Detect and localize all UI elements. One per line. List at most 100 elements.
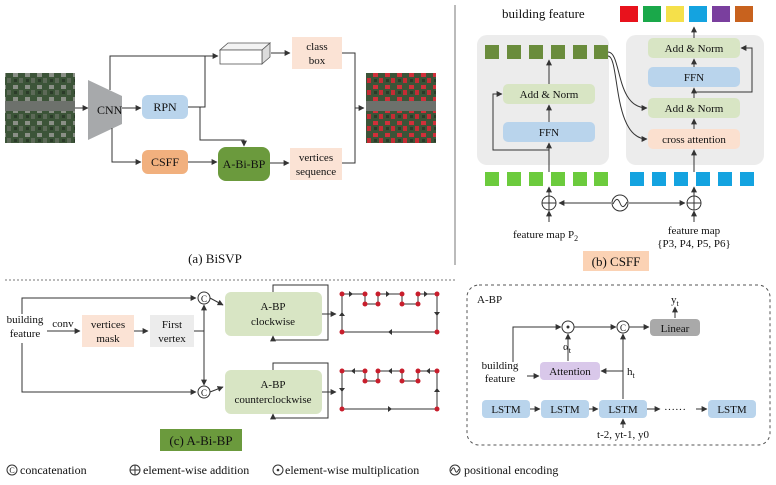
abibp-block [218, 147, 270, 181]
legend-positional-icon [449, 464, 461, 476]
left-ffn [503, 122, 595, 142]
legend-elementwise-addition: element-wise addition [143, 463, 249, 477]
roi-feature-box [218, 42, 272, 65]
building-feature-square [689, 6, 707, 22]
building-feature-square [735, 6, 753, 22]
panel-d-abp: A-BP yt Linear C αt Attention building f… [466, 284, 771, 446]
right-add-norm-top [648, 38, 740, 58]
class-box-label-2: box [309, 55, 326, 67]
cross-attention-label: cross attention [662, 134, 726, 146]
abp-clockwise-label: clockwise [251, 316, 295, 328]
legend-concat-icon: C [6, 464, 18, 476]
building-feature-color-squares [620, 6, 753, 22]
first-vertex-label-1: First [162, 319, 182, 331]
legend-positional-encoding: positional encoding [464, 463, 558, 477]
panel-b-caption-box [583, 251, 649, 271]
abp-clockwise-block [225, 292, 322, 336]
panel-c-abibp: building feature conv vertices mask Firs… [7, 284, 440, 451]
linear-label: Linear [661, 323, 690, 335]
rpn-label: RPN [153, 100, 177, 114]
left-add-norm-label: Add & Norm [520, 89, 579, 101]
abibp-label: A-Bi-BP [223, 157, 266, 171]
lstm-label-1: LSTM [491, 404, 521, 416]
d-concat-icon: C [616, 320, 630, 334]
panel-c-caption-box [160, 429, 242, 451]
lstm-label-4: LSTM [717, 404, 747, 416]
lstm-block-3 [599, 400, 647, 418]
left-output-tokens [485, 45, 608, 59]
abp-detail-container [466, 284, 771, 446]
lstm-label-3: LSTM [608, 404, 638, 416]
concat-icon-top: C [197, 291, 211, 305]
clockwise-polygon-trace [339, 291, 440, 335]
output-image-road [366, 101, 436, 111]
left-addition-icon [541, 195, 557, 211]
abp-ccw-title: A-BP [260, 379, 285, 391]
cross-attention-block [648, 129, 740, 149]
right-add-norm-mid-label: Add & Norm [665, 103, 724, 115]
left-add-norm [503, 84, 595, 104]
svg-text:C: C [620, 323, 626, 333]
abp-clockwise-title: A-BP [260, 301, 285, 313]
legend-elementwise-multiplication: element-wise multiplication [285, 463, 419, 477]
right-input-tokens [630, 172, 754, 186]
right-add-norm-mid [648, 98, 740, 118]
panel-a-bisvp: CNN RPN CSFF class box A-Bi-BP vertice [5, 37, 436, 266]
lstm-label-2: LSTM [550, 404, 580, 416]
class-box-label-1: class [306, 41, 327, 53]
left-input-tokens [485, 172, 608, 186]
csff-label: CSFF [151, 155, 179, 169]
attention-label: Attention [549, 366, 591, 378]
legend-concatenation: concatenation [20, 463, 87, 477]
lstm-ellipsis: ······ [664, 404, 686, 416]
d-building-label-1: building [482, 360, 519, 372]
concat-icon-bottom: C [197, 385, 211, 399]
legend: C concatenation element-wise addition el… [6, 463, 558, 477]
building-feature-square [620, 6, 638, 22]
panel-b-csff: building feature Add & Norm FFN Add & No… [477, 6, 764, 271]
right-addition-icon [686, 195, 702, 211]
right-ffn [648, 67, 740, 87]
feature-map-p2-label: feature map P2 [513, 229, 578, 243]
first-vertex-label-2: vertex [158, 333, 186, 345]
vertices-mask-label-1: vertices [91, 319, 125, 331]
svg-text:C: C [9, 466, 14, 475]
class-box-output [292, 37, 342, 69]
building-feature-title: building feature [502, 6, 585, 21]
attention-block [540, 362, 600, 380]
right-ffn-label: FFN [684, 72, 704, 84]
svg-text:C: C [201, 294, 207, 304]
building-feature-square [643, 6, 661, 22]
legend-addition-icon [129, 464, 141, 476]
right-add-norm-top-label: Add & Norm [665, 43, 724, 55]
lstm-row: LSTM LSTM LSTM LSTM [482, 400, 756, 418]
input-image-road [5, 101, 75, 111]
abp-counterclockwise-block [225, 370, 322, 414]
counterclockwise-polygon-trace [339, 368, 440, 412]
cnn-label: CNN [97, 103, 123, 117]
vertices-seq-label-1: vertices [299, 152, 333, 164]
panel-b-caption: (b) CSFF [592, 254, 641, 269]
panel-a-caption: (a) BiSVP [188, 251, 242, 266]
abp-detail-title: A-BP [477, 294, 502, 306]
panel-c-caption: (c) A-Bi-BP [169, 433, 232, 448]
vertices-seq-label-2: sequence [296, 166, 336, 178]
building-feature-square [666, 6, 684, 22]
feature-map-multi-label: feature map [668, 225, 721, 237]
vertices-sequence-output [290, 148, 342, 180]
legend-multiply-icon [272, 464, 284, 476]
first-vertex-block [150, 315, 194, 347]
multiply-icon [561, 320, 575, 334]
rpn-block [142, 95, 188, 119]
c-building-label-2: feature [10, 328, 41, 340]
cnn-trapezoid [88, 80, 122, 140]
d-building-label-2: feature [485, 373, 516, 385]
positional-encoding-icon [611, 194, 629, 212]
lstm-block-4 [708, 400, 756, 418]
lstm-block-2 [541, 400, 589, 418]
abp-ccw-label: counterclockwise [235, 394, 312, 406]
alpha-t-label: αt [563, 341, 572, 355]
feature-map-multi: {P3, P4, P5, P6} [657, 238, 731, 250]
vertices-mask-block [82, 315, 134, 347]
